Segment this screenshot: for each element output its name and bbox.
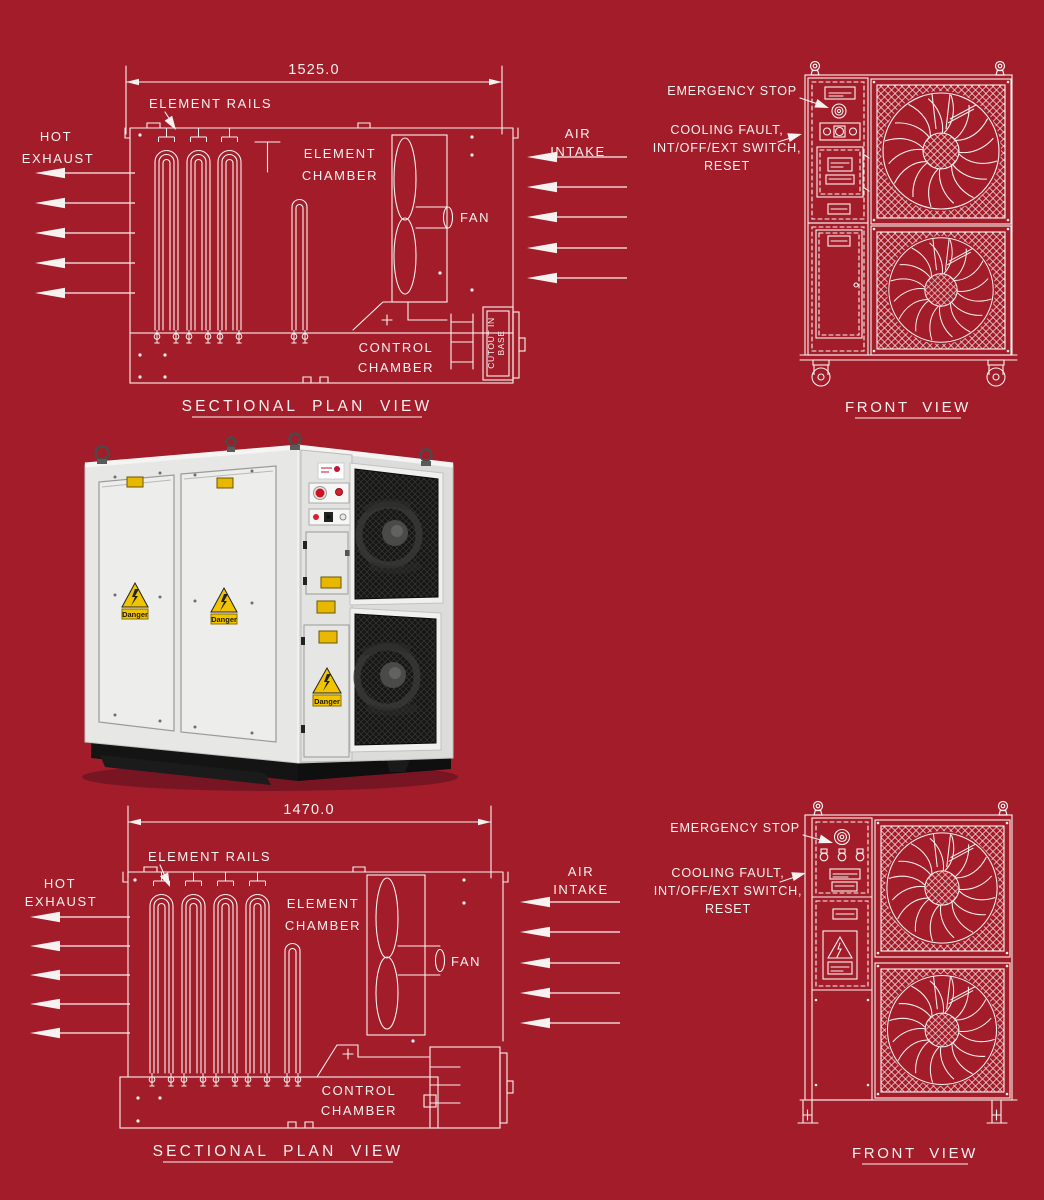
emergency-stop-label: EMERGENCY STOP (670, 821, 800, 835)
air-intake-label-line1: AIR (565, 126, 591, 141)
plan-view-bottom: 1470.0 (25, 802, 621, 1163)
heating-elements (148, 871, 302, 1087)
air-intake-arrows (526, 151, 628, 284)
view-title: FRONT VIEW (852, 1145, 978, 1162)
control-chamber-plan (352, 301, 526, 381)
dimension-bottom (127, 805, 492, 879)
fan-grille-bottom (870, 225, 1012, 356)
air-intake-arrows (519, 896, 621, 1029)
hot-exhaust-arrows (34, 167, 136, 299)
danger-sticker: Danger (210, 586, 238, 625)
emergency-stop-icon (831, 103, 847, 119)
cutout-in-base-label-line1: CUTOUT IN (486, 317, 496, 368)
air-intake-label-line2: INTAKE (550, 144, 606, 159)
lifting-eye-icon (997, 800, 1009, 816)
left-doors: Danger Danger (98, 465, 277, 743)
danger-sign (822, 930, 858, 980)
fan-grille-top (874, 819, 1011, 958)
reset-label: RESET (704, 159, 750, 173)
lifting-eyes (94, 432, 433, 466)
indicator-lamp (335, 488, 343, 496)
view-title: SECTIONAL PLAN VIEW (153, 1143, 404, 1160)
switch-label: INT/OFF/EXT SWITCH, (653, 141, 802, 155)
air-intake-label-line1: AIR (568, 864, 594, 879)
fixing-dots (133, 878, 466, 1123)
lower-door (815, 229, 863, 339)
castor-icon (986, 359, 1006, 387)
fixing-dots (138, 133, 474, 379)
warning-sticker (216, 477, 234, 489)
svg-text:Danger: Danger (122, 610, 148, 619)
element-chamber-label-line2: CHAMBER (285, 918, 361, 933)
control-chamber-label-line2: CHAMBER (358, 360, 434, 375)
hot-exhaust-arrows (29, 911, 131, 1039)
hot-exhaust-label-line2: EXHAUST (22, 151, 95, 166)
element-rails-label: ELEMENT RAILS (148, 849, 271, 864)
plan-body (124, 122, 519, 384)
selector-knobs (819, 848, 865, 862)
hot-exhaust-label-line2: EXHAUST (25, 894, 98, 909)
cooling-fault-leader (777, 129, 804, 143)
control-chamber-plan (316, 1044, 514, 1129)
dimension-value: 1525.0 (288, 62, 340, 78)
front-view-top: EMERGENCY STOP COOLING FAULT, INT/OFF/EX… (653, 60, 1018, 419)
control-strip (797, 817, 1018, 1124)
fan-grille-top (870, 78, 1012, 225)
view-title: FRONT VIEW (845, 399, 971, 416)
fan-label: FAN (451, 954, 481, 969)
danger-sticker: Danger (121, 581, 149, 620)
access-door (816, 146, 870, 198)
foot-left (797, 1099, 819, 1124)
svg-text:Danger: Danger (314, 697, 340, 706)
cutout-in-base-label-line2: BASE (496, 330, 506, 355)
element-chamber-label-line1: ELEMENT (304, 146, 377, 161)
control-chamber-label-line1: CONTROL (322, 1083, 397, 1098)
element-rails-label: ELEMENT RAILS (149, 96, 272, 111)
lifting-eye-icon (809, 60, 821, 76)
front-view-bottom: EMERGENCY STOP COOLING FAULT, INT/OFF/EX… (654, 800, 1018, 1165)
reset-label: RESET (705, 902, 751, 916)
lifting-eye-icon (812, 800, 824, 816)
hot-exhaust-label-line1: HOT (44, 876, 76, 891)
door-screws (113, 469, 254, 735)
hot-exhaust-label-line1: HOT (40, 129, 72, 144)
fan-label: FAN (460, 210, 490, 225)
switch-panel-icon (819, 122, 861, 141)
fan-grille-bottom (874, 962, 1011, 1099)
cooling-fault-label: COOLING FAULT, (670, 123, 783, 137)
view-title: SECTIONAL PLAN VIEW (182, 398, 433, 415)
svg-text:Danger: Danger (211, 615, 237, 624)
element-rails-leader (159, 864, 175, 889)
fan-plan (391, 134, 454, 303)
control-column: Danger (300, 449, 361, 763)
emergency-stop-label: EMERGENCY STOP (667, 84, 797, 98)
element-chamber-label-line2: CHAMBER (302, 168, 378, 183)
plan-view-top: 1525.0 (22, 62, 628, 418)
emergency-stop-icon (833, 828, 851, 846)
element-rails-leader (164, 111, 180, 133)
heating-elements (153, 127, 309, 344)
element-chamber-label-line1: ELEMENT (287, 896, 360, 911)
rail-section-symbol (254, 141, 281, 173)
foot-right (986, 1099, 1008, 1124)
air-intake-label-line2: INTAKE (553, 882, 609, 897)
product-photo: Danger Danger (82, 432, 458, 791)
fan-grille-photo-bottom (349, 607, 442, 753)
control-chamber-label-line1: CONTROL (359, 340, 434, 355)
fan-plan (366, 874, 446, 1036)
danger-sticker: Danger (312, 666, 342, 707)
lifting-eye-icon (994, 60, 1006, 76)
warning-sticker (126, 476, 144, 488)
dimension-top (125, 65, 503, 135)
fan-grille-photo-top (349, 462, 444, 606)
castor-icon (811, 359, 831, 387)
cooling-fault-label: COOLING FAULT, (671, 866, 784, 880)
emergency-stop-leader (802, 834, 835, 848)
switch-label: INT/OFF/EXT SWITCH, (654, 884, 803, 898)
control-chamber-label-line2: CHAMBER (321, 1103, 397, 1118)
dimension-value: 1470.0 (283, 802, 335, 818)
emergency-stop-leader (799, 97, 831, 113)
cooling-fault-leader (779, 868, 808, 883)
